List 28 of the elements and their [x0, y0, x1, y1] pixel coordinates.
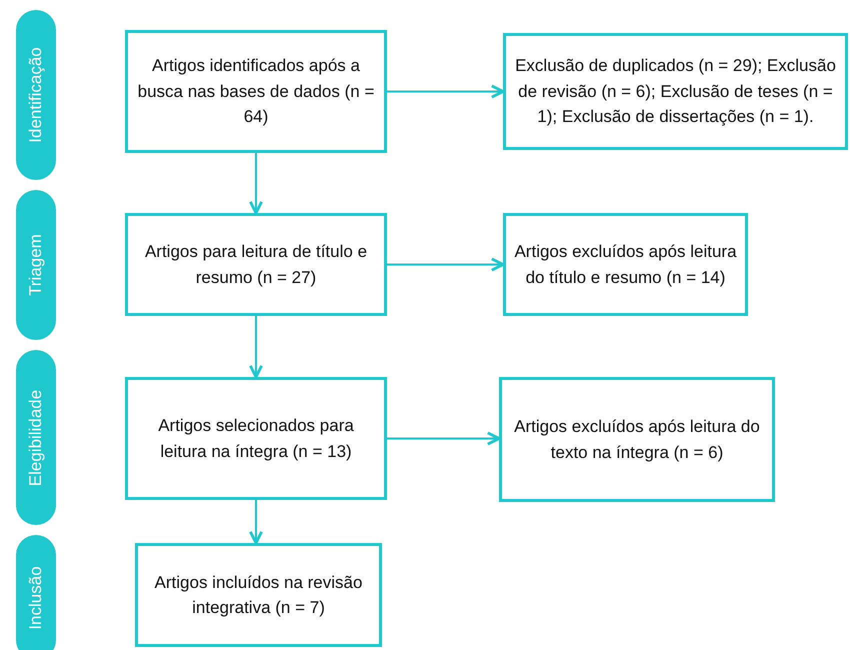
box-text: Artigos selecionados para leitura na íntegra (n = 13): [157, 415, 355, 462]
stage-name: Identificação: [26, 47, 46, 143]
stage-label: [16, 535, 56, 650]
process-box: [125, 213, 387, 316]
stage-label: [16, 10, 56, 180]
box-text: Artigos incluídos na revisão integrativa (n = 7): [154, 572, 364, 619]
process-box: [135, 543, 382, 647]
arrow: [249, 316, 263, 378]
process-box: [503, 33, 848, 150]
arrow: [387, 432, 500, 446]
process-box: [125, 30, 387, 153]
process-box: [499, 377, 775, 502]
stage-name: Triagem: [26, 234, 46, 296]
process-box: [503, 213, 748, 316]
arrow: [387, 258, 504, 272]
box-text: Artigos para leitura de título e resumo (n = 27): [144, 241, 368, 288]
stage-label: [16, 350, 56, 525]
box-text: Artigos identificados após a busca nas bases de dados (n = 64): [136, 55, 376, 128]
box-text: Artigos excluídos após leitura do título e resumo (n = 14): [514, 241, 737, 288]
stage-label: [16, 190, 56, 340]
box-text: Exclusão de duplicados (n = 29); Exclusão de revisão (n = 6); Exclusão de teses (n = 1); Exclusão de dissertações (n = 1).: [514, 55, 837, 128]
stage-name: Elegibilidade: [26, 389, 46, 486]
stage-name: Inclusão: [26, 566, 46, 630]
arrow: [387, 84, 504, 98]
arrow: [249, 153, 263, 214]
box-text: Artigos excluídos após leitura do texto na íntegra (n = 6): [513, 416, 761, 464]
arrow: [249, 500, 263, 544]
process-box: [125, 377, 387, 500]
